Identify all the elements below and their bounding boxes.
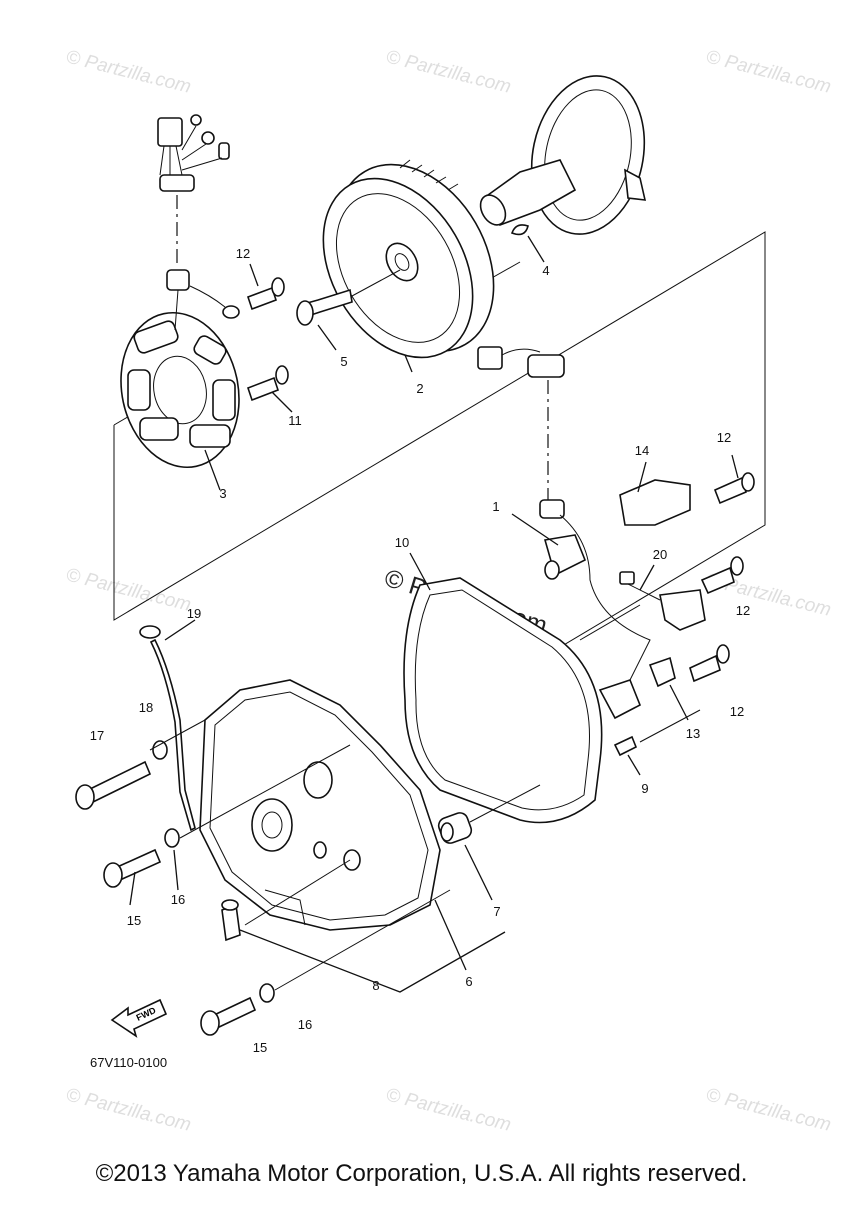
- cover-bolts: [75, 760, 257, 1036]
- copyright-notice: ©2013 Yamaha Motor Corporation, U.S.A. A…: [95, 1160, 748, 1187]
- dowel-pin: [613, 735, 638, 757]
- diagram-code: 67V110-0100: [90, 1055, 167, 1070]
- callout: 19: [187, 606, 201, 621]
- callout: 16: [298, 1017, 312, 1032]
- fwd-arrow-icon: FWD: [110, 998, 168, 1038]
- callout: 9: [641, 781, 648, 796]
- watermark-text: © Partzilla.com: [64, 564, 193, 615]
- washers: [152, 740, 275, 1003]
- callout: 20: [653, 547, 667, 562]
- crankshaft: [479, 75, 647, 235]
- callout: 10: [395, 535, 409, 550]
- callout: 17: [90, 728, 104, 743]
- callout: 13: [686, 726, 700, 741]
- callout: 5: [340, 354, 347, 369]
- watermark-text: © Partzilla.com: [64, 1084, 193, 1135]
- callout: 12: [717, 430, 731, 445]
- cover-gasket: [403, 577, 603, 824]
- leader-lines: [129, 235, 739, 993]
- callout: 12: [730, 704, 744, 719]
- callout: 18: [139, 700, 153, 715]
- stator-screws: [246, 277, 289, 402]
- callout: 12: [736, 603, 750, 618]
- callout: 7: [493, 904, 500, 919]
- stator-assembly: [120, 311, 240, 469]
- callout: 2: [416, 381, 423, 396]
- callout: 8: [372, 978, 379, 993]
- crankcase-cover: [199, 679, 441, 931]
- flywheel-rotor: [322, 159, 495, 359]
- watermark-text: © Partzilla.com: [704, 46, 833, 97]
- pickup-coil-harness: [477, 346, 706, 720]
- callout: 3: [219, 486, 226, 501]
- watermark-text: © Partzilla.com: [64, 46, 193, 97]
- watermark-text: © Partzilla.com: [704, 1084, 833, 1135]
- callout: 1: [492, 499, 499, 514]
- lead-clamp: [619, 472, 755, 688]
- watermark-text: © Partzilla.com: [384, 1084, 513, 1135]
- callout: 4: [542, 263, 549, 278]
- callout: 15: [253, 1040, 267, 1055]
- hose-fitting: [221, 899, 241, 942]
- callout: 16: [171, 892, 185, 907]
- assembly-lines: [149, 604, 701, 991]
- breather-pipe: [139, 625, 196, 832]
- stator-lead-harness: [157, 114, 240, 331]
- callout: 11: [288, 413, 302, 428]
- callout: 12: [236, 246, 250, 261]
- woodruff-key: [510, 224, 529, 236]
- callout: 6: [465, 974, 472, 989]
- collar: [437, 812, 473, 844]
- watermark-text: © Partzilla.com: [384, 46, 513, 97]
- callouts: 1 2 3 4 5 6 7 8 9 10 11 12 12 12 12 13 1…: [90, 246, 750, 1055]
- flange-bolt: [296, 269, 401, 326]
- callout: 14: [635, 443, 649, 458]
- callout: 15: [127, 913, 141, 928]
